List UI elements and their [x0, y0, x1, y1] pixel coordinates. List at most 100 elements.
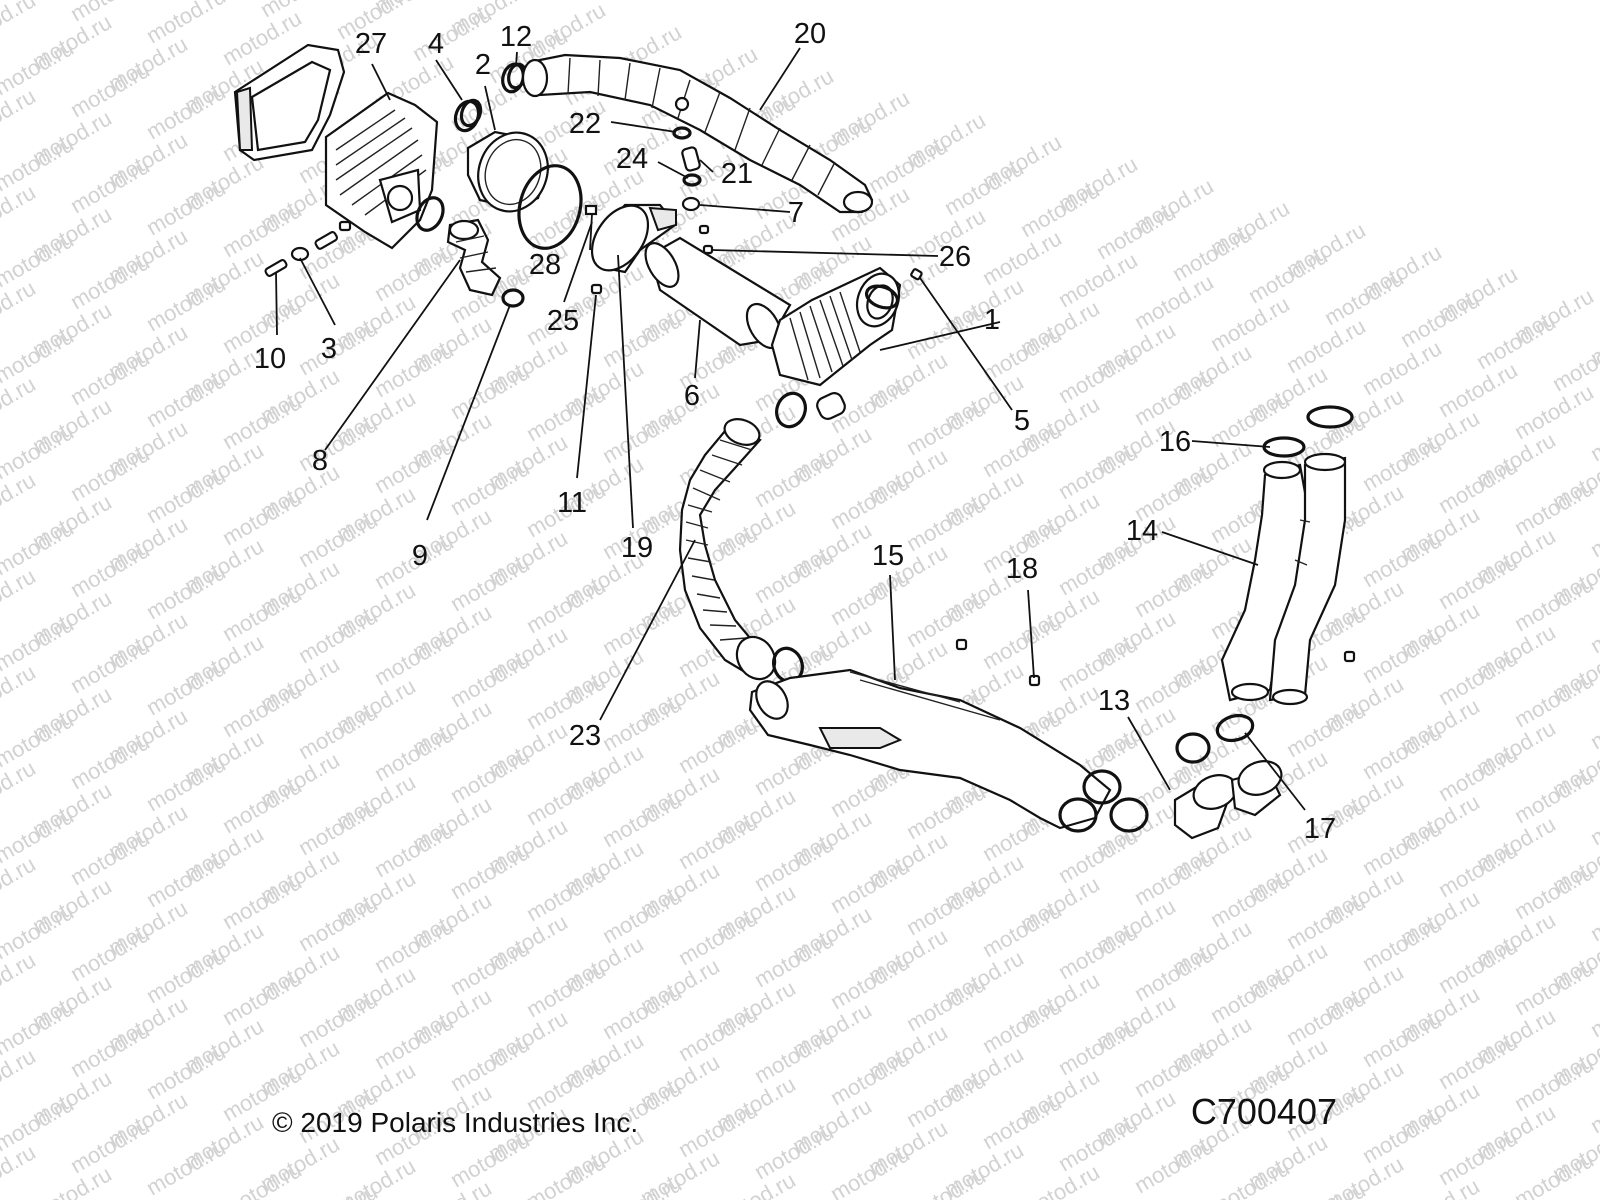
callout-17: 17 — [1304, 813, 1336, 845]
watermark-text: motod.ru — [294, 1179, 382, 1200]
watermark-text: motod.ru — [978, 225, 1066, 290]
watermark-text: motod.ru — [1586, 785, 1600, 850]
watermark-text: motod.ru — [674, 713, 762, 778]
watermark-text: motod.ru — [1586, 593, 1600, 658]
watermark-text: motod.ru — [142, 463, 230, 528]
watermark-text: motod.ru — [294, 795, 382, 860]
watermark-text: motod.ru — [750, 1119, 838, 1184]
part-6-filter — [644, 236, 792, 350]
watermark-text: motod.ru — [446, 551, 534, 616]
callout-2: 2 — [475, 49, 491, 81]
watermark-text: motod.ru — [826, 853, 914, 918]
callout-1: 1 — [984, 304, 1000, 336]
watermark-text: motod.ru — [522, 381, 610, 446]
part-27-airbox — [233, 43, 439, 250]
watermark-text: motod.ru — [218, 485, 306, 550]
watermark-text: motod.ru — [218, 869, 306, 934]
watermark-text: motod.ru — [142, 0, 230, 48]
watermark-text: motod.ru — [446, 455, 534, 520]
callout-5: 5 — [1014, 405, 1030, 437]
callout-16: 16 — [1159, 426, 1191, 458]
part-24-clamp — [682, 173, 702, 187]
watermark-text: motod.ru — [446, 743, 534, 808]
watermark-text: motod.ru — [1130, 269, 1218, 334]
watermark-text: motod.ru — [1358, 815, 1446, 880]
watermark-text: motod.ru — [750, 831, 838, 896]
watermark-text: motod.ru — [826, 949, 914, 1014]
watermark-text: motod.ru — [674, 905, 762, 970]
watermark-text: motod.ru — [1510, 763, 1598, 828]
callout-18: 18 — [1006, 553, 1038, 585]
watermark-text: motod.ru — [1206, 867, 1294, 932]
watermark-text: motod.ru — [66, 537, 154, 602]
watermark-text: motod.ru — [902, 587, 990, 652]
watermark-text: motod.ru — [1434, 1125, 1522, 1190]
callout-23: 23 — [569, 720, 601, 752]
watermark-text: motod.ru — [1320, 265, 1408, 330]
watermark-text: motod.ru — [1206, 291, 1294, 356]
watermark-text: motod.ru — [826, 565, 914, 630]
watermark-text: motod.ru — [1130, 845, 1218, 910]
watermark-text: motod.ru — [1510, 571, 1598, 636]
watermark-text: motod.ru — [1434, 549, 1522, 614]
watermark-text: motod.ru — [1206, 963, 1294, 1028]
callout-labels: 1 2 3 4 5 6 7 8 9 10 11 12 13 14 15 16 1… — [254, 18, 1336, 845]
watermark-text: motod.ru — [1510, 1051, 1598, 1116]
watermark-text: motod.ru — [294, 987, 382, 1052]
watermark-text: motod.ru — [1054, 823, 1142, 888]
watermark-text: motod.ru — [294, 507, 382, 572]
watermark-text: motod.ru — [750, 447, 838, 512]
watermark-text: motod.ru — [1206, 1155, 1294, 1200]
part-2-adapter — [466, 130, 550, 213]
watermark-text: motod.ru — [218, 581, 306, 646]
watermark-text: motod.ru — [902, 971, 990, 1036]
copyright-text: © 2019 Polaris Industries Inc. — [272, 1107, 638, 1138]
part-15-long-duct — [748, 668, 1112, 830]
watermark-text: motod.ru — [1434, 645, 1522, 710]
watermark-text: motod.ru — [1282, 313, 1370, 378]
watermark-text: motod.ru — [66, 921, 154, 986]
watermark-text: motod.ru — [1054, 247, 1142, 312]
watermark-text: motod.ru — [1130, 1133, 1218, 1198]
watermark-text: motod.ru — [446, 935, 534, 1000]
callout-25: 25 — [547, 305, 579, 337]
watermark-text: motod.ru — [446, 359, 534, 424]
watermark-text: motod.ru — [1054, 343, 1142, 408]
watermark-text: motod.ru — [1434, 1029, 1522, 1094]
watermark-text: motod.ru — [1434, 837, 1522, 902]
watermark-text: motod.ru — [66, 249, 154, 314]
watermark-text: motod.ru — [142, 751, 230, 816]
callout-19: 19 — [621, 532, 653, 564]
part-14-dual-pipe — [1220, 452, 1347, 706]
callout-12: 12 — [500, 21, 532, 53]
watermark-text: motod.ru — [902, 299, 990, 364]
watermark-text: motod.ru — [0, 131, 78, 196]
watermark-text: motod.ru — [142, 655, 230, 720]
watermark-text: motod.ru — [1054, 919, 1142, 984]
watermark-text: motod.ru — [370, 625, 458, 690]
watermark-text: motod.ru — [1054, 1111, 1142, 1176]
watermark-text: motod.ru — [978, 897, 1066, 962]
callout-20: 20 — [794, 18, 826, 50]
callout-4: 4 — [428, 28, 444, 60]
watermark-text: motod.ru — [294, 315, 382, 380]
watermark-text: motod.ru — [66, 633, 154, 698]
watermark-text: motod.ru — [1358, 911, 1446, 976]
part-22-clamp — [672, 126, 692, 140]
watermark-text: motod.ru — [66, 1017, 154, 1082]
watermark-text: motod.ru — [826, 469, 914, 534]
watermark-text: motod.ru — [1586, 1073, 1600, 1138]
watermark-text: motod.ru — [1358, 1103, 1446, 1168]
watermark-text: motod.ru — [1510, 379, 1598, 444]
watermark-text: motod.ru — [522, 861, 610, 926]
watermark-text: motod.ru — [66, 57, 154, 122]
callout-21: 21 — [721, 158, 753, 190]
watermark-text: motod.ru — [1244, 243, 1332, 308]
watermark-text: motod.ru — [1282, 697, 1370, 762]
watermark-text: motod.ru — [1358, 623, 1446, 688]
watermark-text: motod.ru — [142, 559, 230, 624]
watermark-text: motod.ru — [142, 1135, 230, 1200]
callout-3: 3 — [321, 333, 337, 365]
watermark-text: motod.ru — [370, 433, 458, 498]
